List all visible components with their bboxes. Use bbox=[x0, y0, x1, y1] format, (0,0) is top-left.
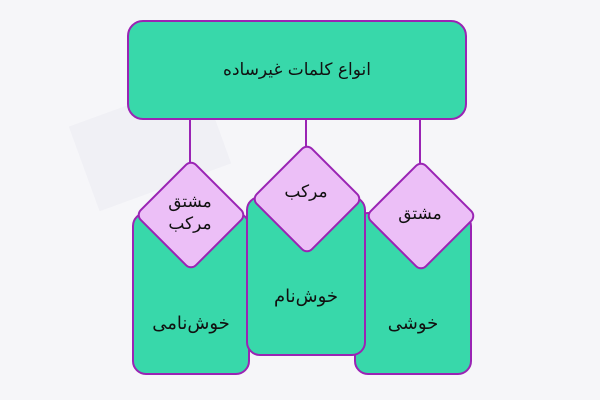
root-node: انواع کلمات غیرساده bbox=[127, 20, 467, 120]
example-label-right: خوشی bbox=[387, 313, 439, 334]
type-label-right: مشتق bbox=[398, 204, 442, 224]
connector-right bbox=[419, 118, 421, 168]
connector-middle bbox=[305, 118, 307, 150]
example-label-middle: خوش‌نام bbox=[273, 285, 339, 307]
example-label-left: خوش‌نامی bbox=[152, 313, 230, 334]
type-label-middle: مرکب bbox=[284, 182, 328, 202]
type-label-left-line1: مشتق bbox=[168, 192, 212, 212]
connector-left bbox=[189, 118, 191, 166]
type-label-left: مشتق مرکب bbox=[135, 191, 245, 235]
type-label-left-line2: مرکب bbox=[168, 214, 212, 234]
root-label: انواع کلمات غیرساده bbox=[223, 60, 371, 80]
